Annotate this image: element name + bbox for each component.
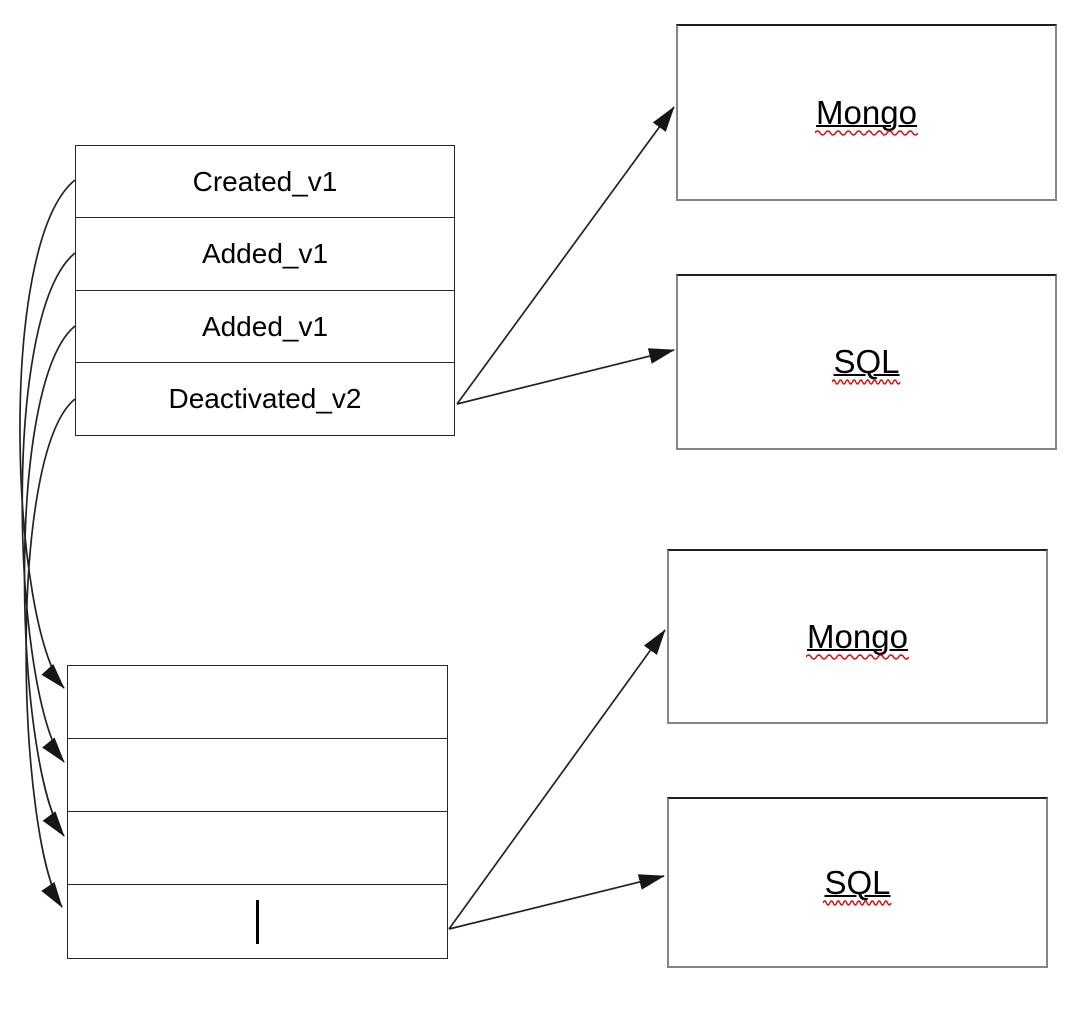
event-row-label: Added_v1	[201, 238, 329, 270]
db-label-text: SQL	[824, 863, 891, 901]
curved-connector-row1	[19, 179, 76, 689]
mongo-label: Mongo	[806, 618, 909, 656]
event-stack-top: Created_v1 Added_v1 Added_v1 Deactivated…	[75, 145, 455, 437]
spellcheck-squiggle	[832, 379, 900, 385]
db-label-text: SQL	[833, 343, 900, 380]
empty-row-2[interactable]	[67, 738, 448, 813]
spellcheck-squiggle	[806, 654, 909, 660]
event-stack-bottom	[67, 665, 448, 960]
text-caret	[256, 899, 259, 944]
mongo-box-bottom[interactable]: Mongo	[667, 549, 1048, 724]
sql-box-top[interactable]: SQL	[676, 274, 1057, 450]
event-row-label: Created_v1	[192, 165, 338, 197]
event-row-label: Added_v1	[201, 310, 329, 342]
event-row-added-v1-second[interactable]: Added_v1	[75, 289, 455, 364]
sql-label: SQL	[832, 343, 900, 381]
sql-box-bottom[interactable]: SQL	[667, 797, 1048, 968]
empty-row-3[interactable]	[67, 811, 448, 886]
spellcheck-squiggle	[815, 130, 918, 136]
event-row-deactivated-v2[interactable]: Deactivated_v2	[75, 362, 455, 437]
mongo-box-top[interactable]: Mongo	[676, 24, 1057, 201]
event-row-added-v1-first[interactable]: Added_v1	[75, 217, 455, 292]
mongo-label: Mongo	[815, 94, 918, 132]
arrow-bottom-to-mongo	[448, 629, 666, 930]
spellcheck-squiggle	[823, 900, 891, 906]
arrow-top-to-sql	[456, 348, 675, 405]
db-label-text: Mongo	[816, 93, 917, 131]
empty-row-4-editing[interactable]	[67, 884, 448, 960]
db-label-text: Mongo	[807, 617, 908, 655]
sql-label: SQL	[823, 864, 891, 902]
empty-row-1[interactable]	[67, 665, 448, 740]
arrow-bottom-to-sql	[448, 874, 665, 930]
arrow-top-to-mongo	[456, 106, 675, 405]
event-row-label: Deactivated_v2	[168, 383, 362, 415]
event-row-created-v1[interactable]: Created_v1	[75, 145, 455, 219]
